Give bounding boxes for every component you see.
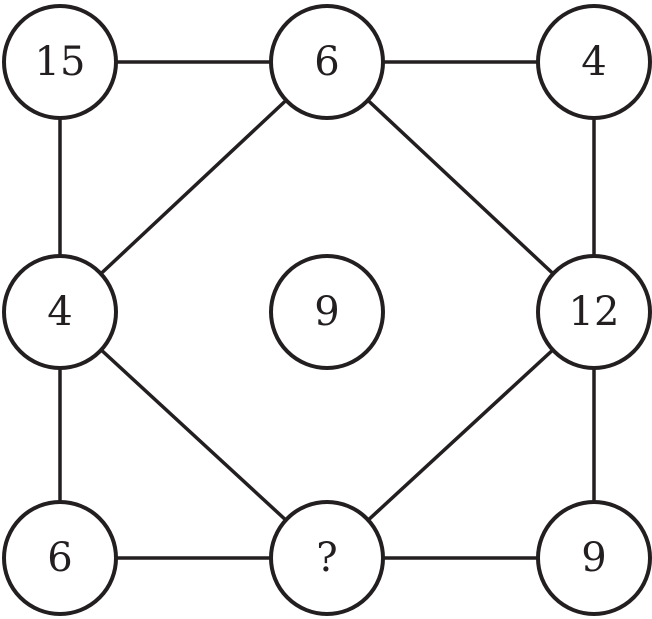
node-label: 9 xyxy=(314,289,339,335)
node-circle xyxy=(536,4,652,120)
node-bottom-left: 6 xyxy=(2,500,118,616)
node-middle-right: 12 xyxy=(536,254,652,370)
node-label: 4 xyxy=(47,289,72,335)
node-circle xyxy=(536,254,652,370)
edge-top-center-middle-right xyxy=(325,60,596,314)
node-label: 6 xyxy=(47,535,72,581)
node-top-right: 4 xyxy=(536,4,652,120)
node-bottom-right: 9 xyxy=(536,500,652,616)
node-circle xyxy=(269,4,385,120)
node-bottom-center: ? xyxy=(269,500,385,616)
node-center: 9 xyxy=(269,254,385,370)
edge-top-center-middle-left xyxy=(58,60,329,314)
node-top-center: 6 xyxy=(269,4,385,120)
node-middle-left: 4 xyxy=(2,254,118,370)
node-label: 15 xyxy=(35,39,86,85)
node-label: 12 xyxy=(569,289,620,335)
node-label: 6 xyxy=(314,39,339,85)
node-circle xyxy=(2,500,118,616)
nodes: 15 6 4 4 9 12 6? 9 xyxy=(2,4,652,616)
node-circle xyxy=(269,254,385,370)
node-label: 9 xyxy=(581,535,606,581)
edge-middle-right-bottom-center xyxy=(325,310,596,560)
node-label: ? xyxy=(316,535,337,581)
node-circle xyxy=(536,500,652,616)
node-top-left: 15 xyxy=(2,4,118,120)
edge-middle-left-bottom-center xyxy=(58,310,329,560)
node-circle xyxy=(2,4,118,120)
node-circle xyxy=(269,500,385,616)
node-label: 4 xyxy=(581,39,606,85)
node-circle xyxy=(2,254,118,370)
